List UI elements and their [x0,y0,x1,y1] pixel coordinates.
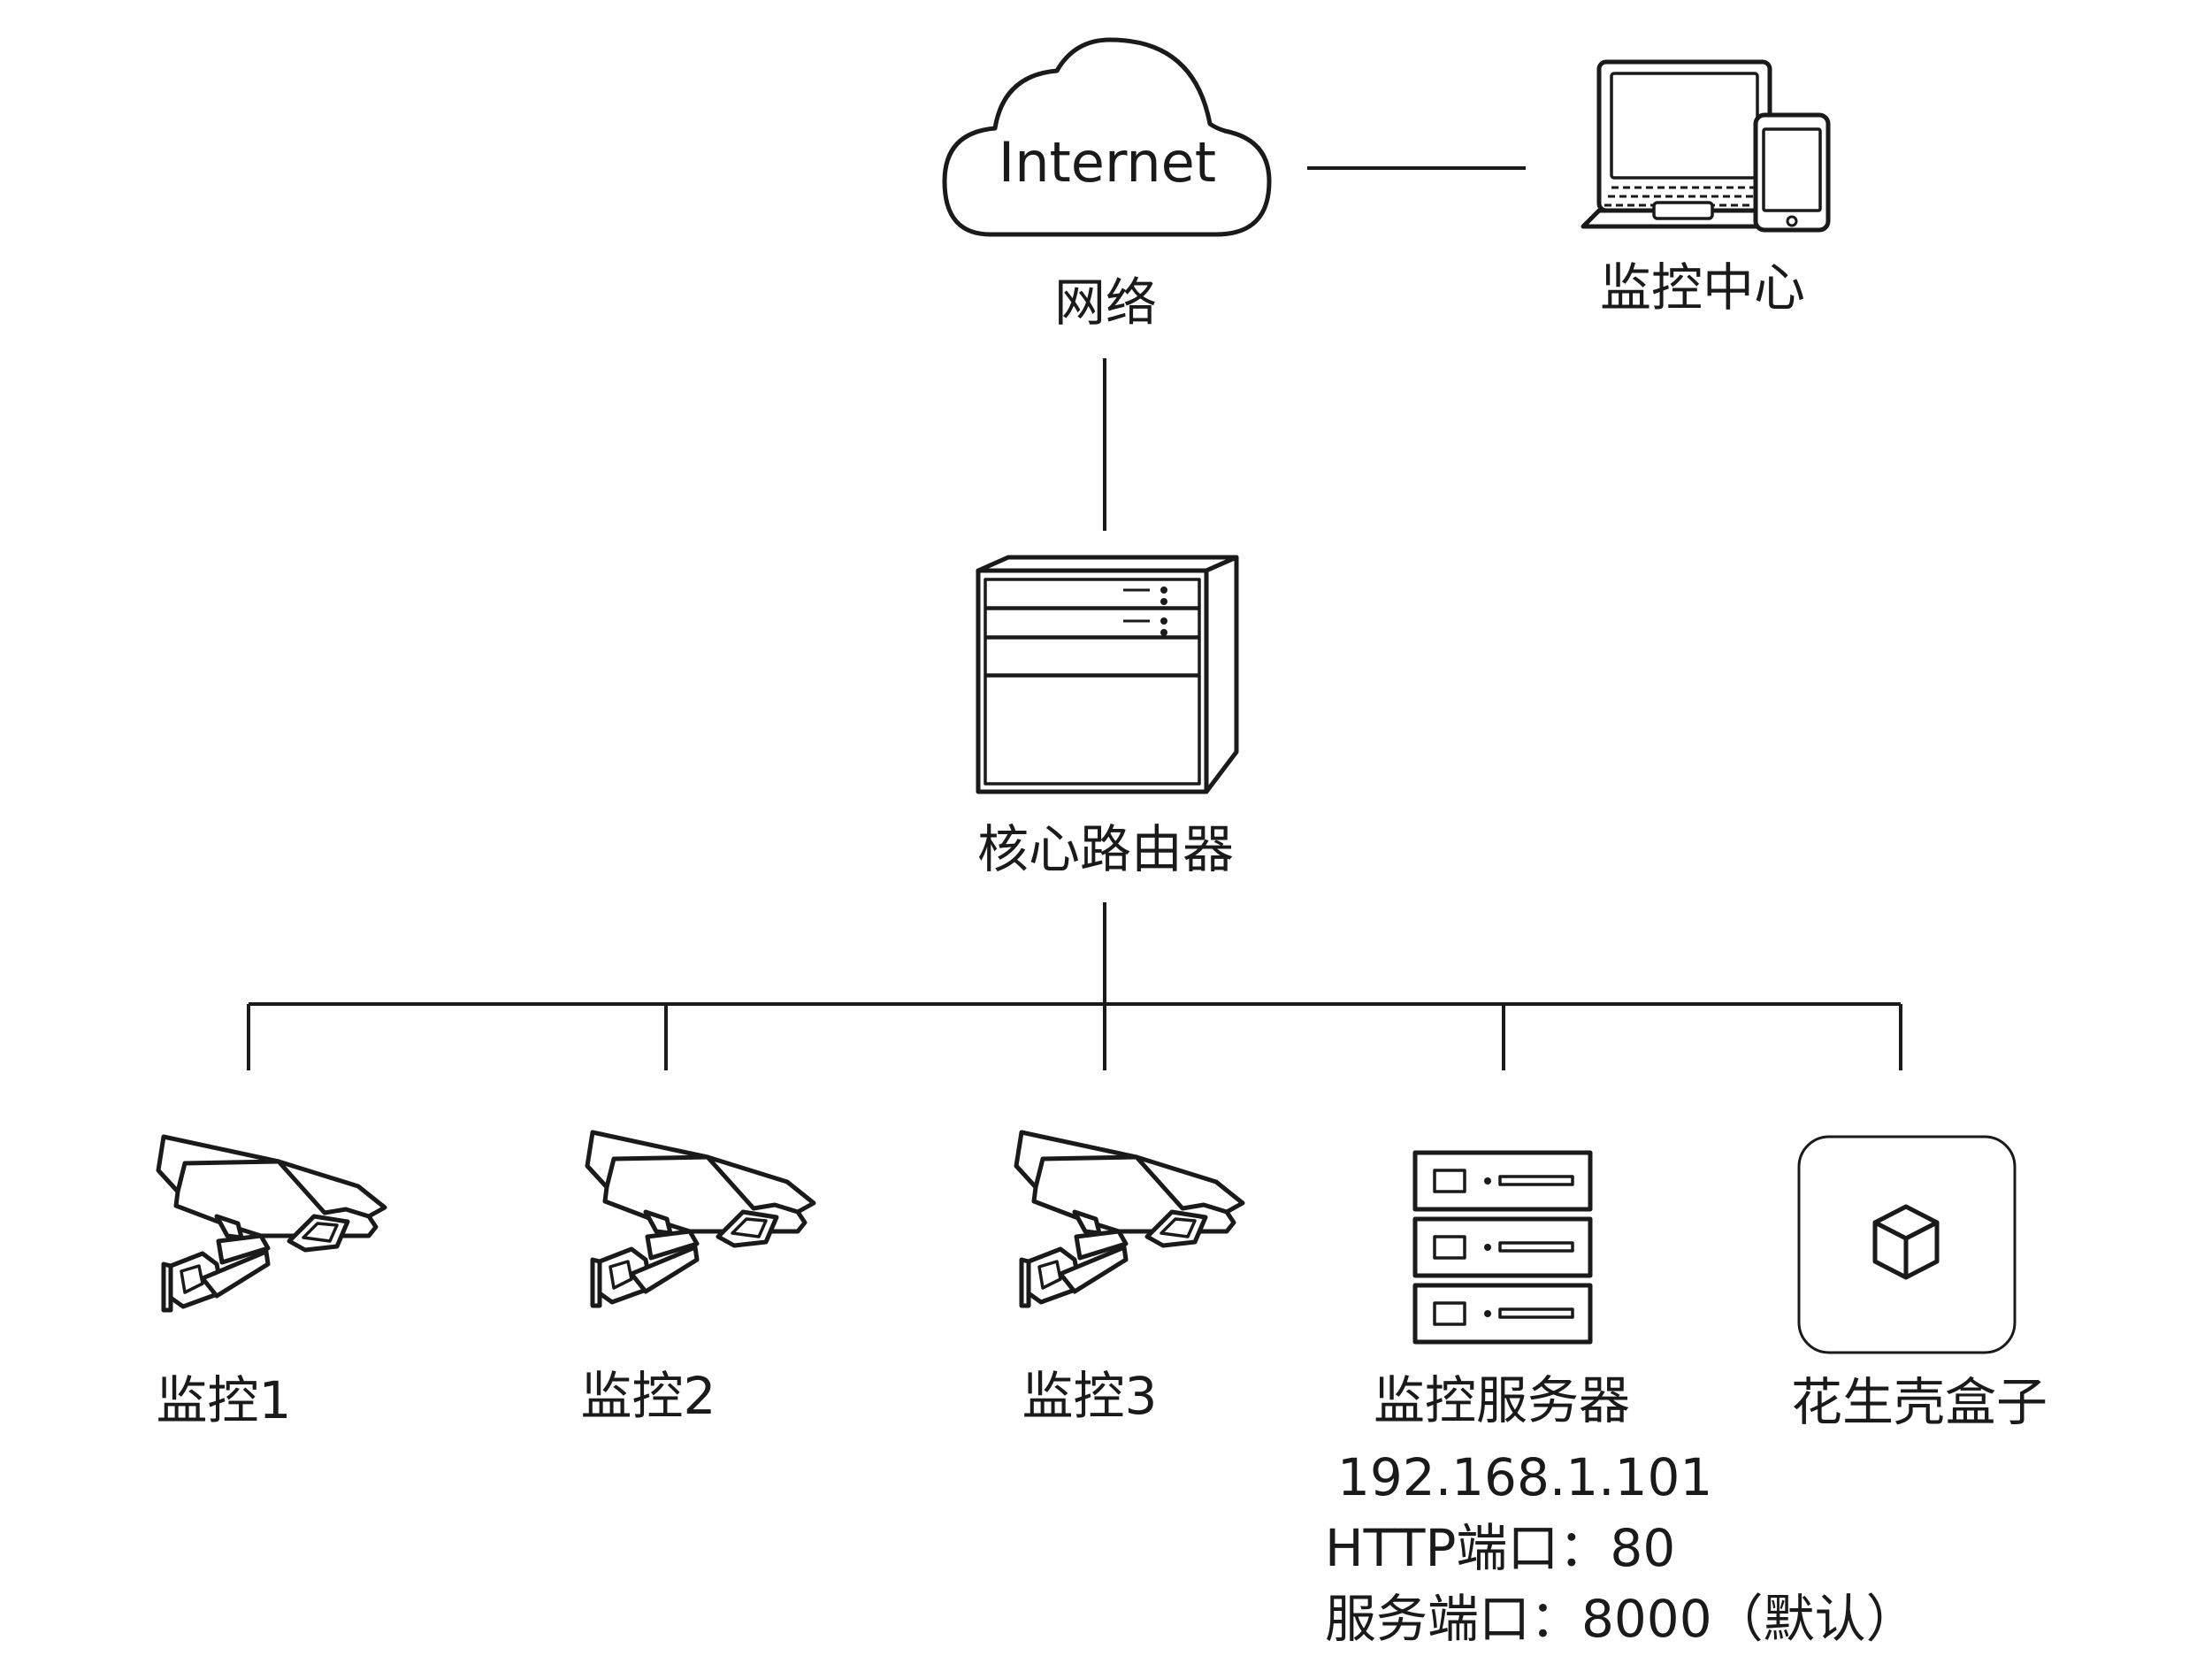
server-label: 监控服务器 [1374,1370,1630,1430]
cube-icon [1872,1204,1940,1280]
cloud-text: Internet [999,130,1216,195]
server-service-port: 服务端口：8000（默认） [1325,1589,1917,1649]
laptop-phone-icon [1581,59,1831,233]
camera-icon-2 [587,1132,814,1306]
camera-icon-1 [158,1137,385,1310]
monitor-center-label: 监控中心 [1600,257,1805,318]
connector-lines [247,166,1902,1070]
server-icon [1412,1150,1593,1345]
server-http-port: HTTP端口：80 [1325,1518,1675,1578]
peanut-box-icon [1797,1135,2017,1354]
camera1-label: 监控1 [157,1370,292,1430]
server-ip: 192.168.1.101 [1337,1447,1712,1507]
camera2-label: 监控2 [581,1366,716,1426]
camera-icon-3 [1016,1132,1243,1306]
router-label: 核心路由器 [977,819,1234,879]
network-label: 网络 [1054,272,1157,333]
cloud-icon: Internet [942,37,1272,237]
box-label: 花生壳盒子 [1791,1372,2047,1432]
camera3-label: 监控3 [1022,1366,1158,1426]
router-icon [976,555,1239,794]
